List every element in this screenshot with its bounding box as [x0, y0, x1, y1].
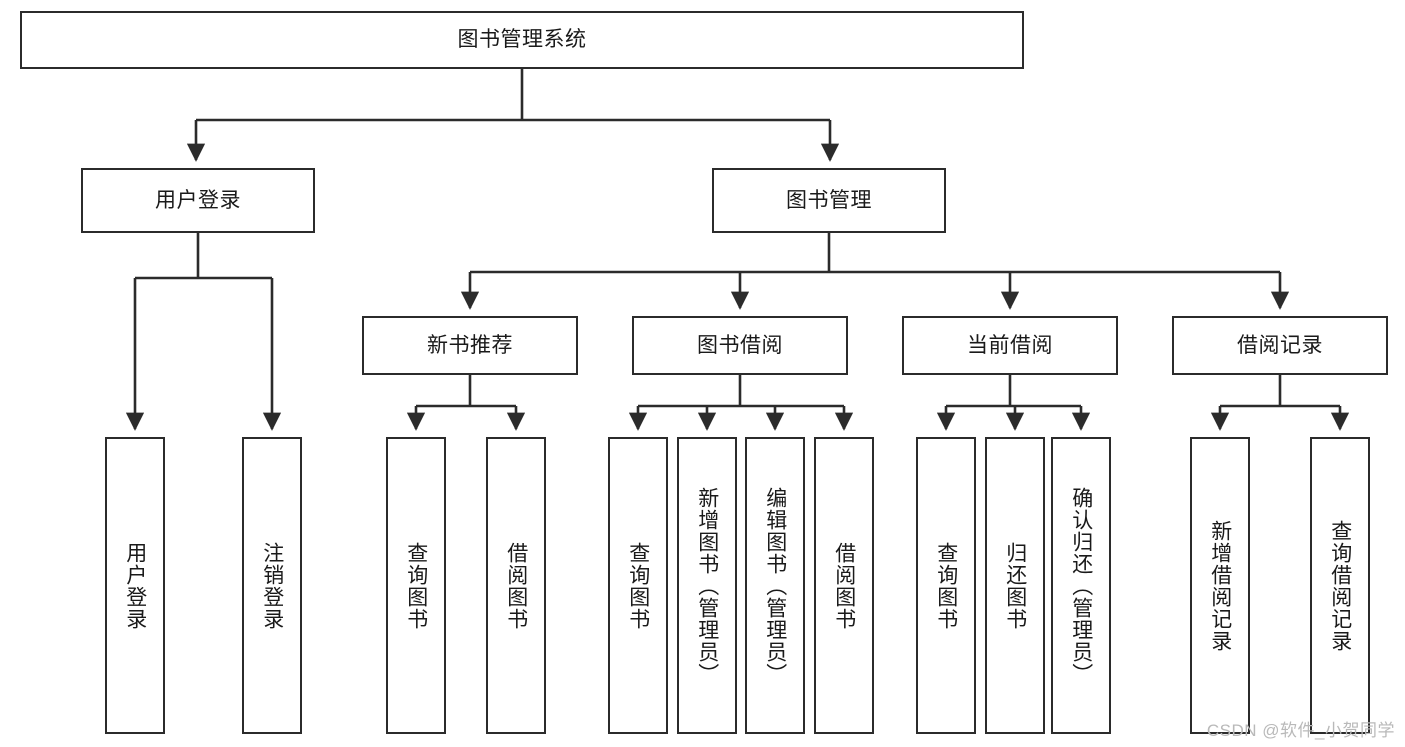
- node-borrow-record-label: 借阅记录: [1237, 333, 1323, 357]
- node-leaf-return-book-label: 归还图书: [1003, 541, 1027, 630]
- csdn-watermark: CSDN @软件_小贺同学: [1206, 721, 1395, 740]
- node-leaf-query-book-cur[interactable]: 查询图书: [916, 437, 976, 734]
- node-leaf-query-book-rec[interactable]: 查询图书: [386, 437, 446, 734]
- node-book-borrow-label: 图书借阅: [697, 333, 783, 357]
- node-new-book-rec-label: 新书推荐: [427, 333, 513, 357]
- node-leaf-confirm-return-label: 确认归还（管理员）: [1069, 486, 1093, 685]
- node-leaf-query-book-cur-label: 查询图书: [934, 541, 958, 630]
- node-leaf-borrow-book[interactable]: 借阅图书: [814, 437, 874, 734]
- node-new-book-rec[interactable]: 新书推荐: [362, 316, 578, 375]
- node-book-manage-label: 图书管理: [786, 188, 872, 212]
- node-leaf-logout[interactable]: 注销登录: [242, 437, 302, 734]
- node-root-label: 图书管理系统: [457, 28, 587, 52]
- node-leaf-add-record-label: 新增借阅记录: [1208, 519, 1232, 652]
- node-book-manage[interactable]: 图书管理: [712, 168, 946, 233]
- node-leaf-return-book[interactable]: 归还图书: [985, 437, 1045, 734]
- node-current-borrow-label: 当前借阅: [967, 333, 1053, 357]
- node-leaf-user-login[interactable]: 用户登录: [105, 437, 165, 734]
- node-leaf-borrow-book-rec-label: 借阅图书: [504, 541, 528, 630]
- node-leaf-borrow-book-rec[interactable]: 借阅图书: [486, 437, 546, 734]
- node-leaf-add-book-label: 新增图书（管理员）: [695, 486, 719, 685]
- node-current-borrow[interactable]: 当前借阅: [902, 316, 1118, 375]
- node-root[interactable]: 图书管理系统: [20, 11, 1024, 69]
- node-leaf-edit-book[interactable]: 编辑图书（管理员）: [745, 437, 805, 734]
- node-leaf-user-login-label: 用户登录: [123, 541, 147, 630]
- node-leaf-query-record-label: 查询借阅记录: [1328, 519, 1352, 652]
- node-leaf-add-record[interactable]: 新增借阅记录: [1190, 437, 1250, 734]
- node-user-login-label: 用户登录: [155, 188, 241, 212]
- node-leaf-logout-label: 注销登录: [260, 541, 284, 630]
- node-leaf-query-book-rec-label: 查询图书: [404, 541, 428, 630]
- node-leaf-query-book-borrow[interactable]: 查询图书: [608, 437, 668, 734]
- node-user-login[interactable]: 用户登录: [81, 168, 315, 233]
- node-leaf-add-book[interactable]: 新增图书（管理员）: [677, 437, 737, 734]
- node-leaf-query-book-borrow-label: 查询图书: [626, 541, 650, 630]
- node-borrow-record[interactable]: 借阅记录: [1172, 316, 1388, 375]
- node-leaf-edit-book-label: 编辑图书（管理员）: [763, 486, 787, 685]
- node-leaf-confirm-return[interactable]: 确认归还（管理员）: [1051, 437, 1111, 734]
- node-leaf-query-record[interactable]: 查询借阅记录: [1310, 437, 1370, 734]
- node-leaf-borrow-book-label: 借阅图书: [832, 541, 856, 630]
- node-book-borrow[interactable]: 图书借阅: [632, 316, 848, 375]
